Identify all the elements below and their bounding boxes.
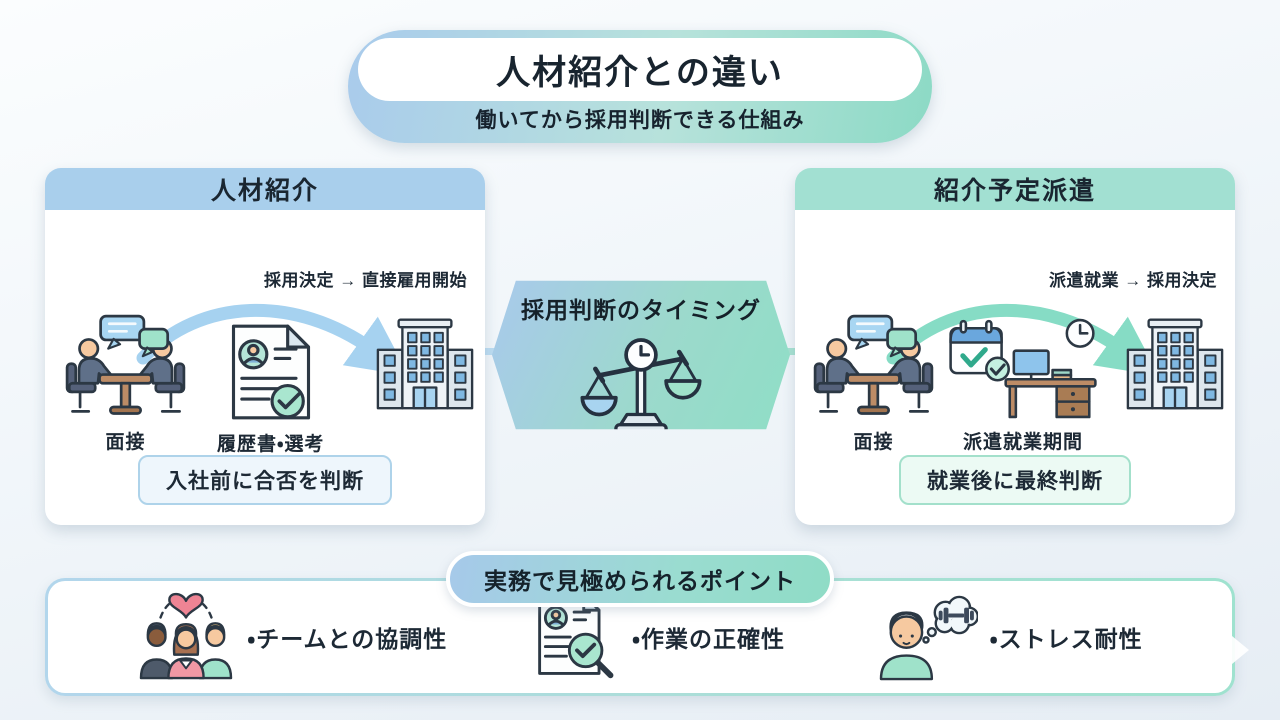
page-subtitle: 働いてから採用判断できる仕組み bbox=[475, 109, 805, 132]
right-card-body: 派遣就業 → 採用決定 bbox=[795, 210, 1235, 525]
timing-title: 採用判断のタイミング bbox=[521, 297, 761, 323]
step-company bbox=[1123, 314, 1227, 412]
point-stress: ・ストレス耐性 bbox=[872, 593, 1143, 681]
timing-badge: 採用判断のタイミング bbox=[492, 280, 790, 430]
step-label: 派遣就業期間 bbox=[962, 432, 1083, 453]
left-arrow-caption: 採用決定 → 直接雇用開始 bbox=[264, 271, 467, 290]
left-verdict-badge: 入社前に合否を判断 bbox=[138, 455, 392, 505]
title-badge: 人材紹介との違い 働いてから採用判断できる仕組み bbox=[348, 30, 932, 143]
point-teamwork: ・チームとの協調性 bbox=[137, 592, 447, 682]
point-label: ・ストレス耐性 bbox=[989, 626, 1143, 652]
person-dumbbell-thought-icon bbox=[879, 595, 978, 681]
team-heart-icon bbox=[140, 592, 233, 680]
step-label: 履歴書・選考 bbox=[217, 434, 325, 455]
right-arrow-caption: 派遣就業 → 採用決定 bbox=[1049, 271, 1217, 290]
left-card-body: 採用決定 → 直接雇用開始 bbox=[45, 210, 485, 525]
resume-check-icon bbox=[231, 324, 310, 420]
step-interview: 面接 bbox=[63, 314, 188, 454]
step-interview: 面接 bbox=[811, 314, 936, 454]
interview-icon bbox=[65, 314, 186, 415]
next-slide-arrow[interactable] bbox=[1232, 636, 1249, 664]
office-building-icon bbox=[1126, 318, 1224, 410]
shokai-yotei-haken-card: 紹介予定派遣 派遣就業 → 採用決定 bbox=[795, 168, 1235, 525]
step-label: 面接 bbox=[105, 432, 146, 453]
balance-scale-clock-icon bbox=[580, 338, 702, 430]
work-period-desk-icon bbox=[949, 318, 1097, 419]
point-label: ・チームとの協調性 bbox=[247, 626, 448, 652]
jinzai-shokai-card: 人材紹介 採用決定 → 直接雇用開始 bbox=[45, 168, 485, 525]
step-label: 面接 bbox=[853, 432, 894, 453]
step-company bbox=[373, 314, 477, 412]
left-card-header: 人材紹介 bbox=[45, 168, 485, 210]
office-building-icon bbox=[376, 318, 474, 410]
step-resume: 履歴書・選考 bbox=[217, 322, 324, 456]
page-title: 人材紹介との違い bbox=[496, 54, 784, 92]
interview-icon bbox=[813, 314, 934, 415]
bottom-section-title: 実務で見極められるポイント bbox=[446, 551, 834, 607]
title-pill: 人材紹介との違い bbox=[358, 38, 922, 101]
point-label: ・作業の正確性 bbox=[632, 626, 785, 652]
right-card-header: 紹介予定派遣 bbox=[795, 168, 1235, 210]
right-verdict-badge: 就業後に最終判断 bbox=[899, 455, 1131, 505]
step-work-period: 派遣就業期間 bbox=[943, 316, 1103, 454]
